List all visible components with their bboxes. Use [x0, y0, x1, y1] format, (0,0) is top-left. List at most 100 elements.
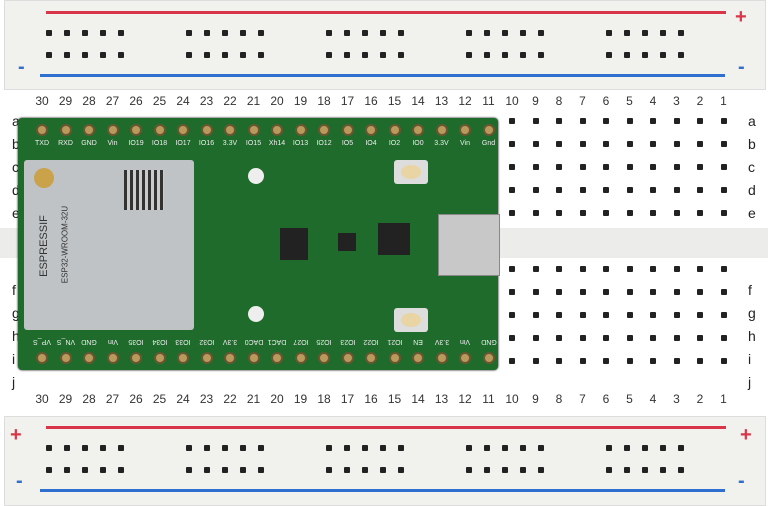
- header-pin: [153, 124, 166, 136]
- rail-hole: [380, 30, 386, 36]
- hole: [673, 164, 680, 170]
- hole: [720, 187, 727, 193]
- row-label: d: [748, 182, 756, 198]
- pin-label: IO12: [316, 140, 332, 147]
- rail-hole: [222, 52, 228, 58]
- rail-hole: [222, 445, 228, 451]
- rail-hole: [520, 467, 526, 473]
- hole: [673, 141, 680, 147]
- column-number: 16: [364, 392, 378, 406]
- hole: [650, 335, 656, 341]
- hole: [697, 141, 703, 147]
- rail-hole: [502, 52, 508, 58]
- boot-button[interactable]: [394, 160, 428, 184]
- column-number: 24: [176, 392, 190, 406]
- column-number: 21: [246, 392, 261, 406]
- column-number: 12: [458, 94, 472, 108]
- rail-hole: [502, 467, 508, 473]
- hole: [556, 358, 562, 364]
- column-number: 22: [223, 94, 237, 108]
- usb-chip: [378, 223, 410, 255]
- rail-hole: [344, 467, 350, 473]
- rail-hole: [398, 52, 404, 58]
- column-number: 29: [58, 94, 73, 108]
- led: [248, 168, 264, 184]
- hole: [697, 266, 703, 272]
- column-number: 2: [696, 392, 704, 406]
- hole: [626, 118, 633, 124]
- hole: [603, 358, 609, 364]
- header-pin: [224, 124, 236, 136]
- hole: [509, 118, 515, 124]
- hole: [532, 335, 539, 341]
- pin-label: IO15: [245, 140, 262, 147]
- hole: [603, 141, 609, 147]
- column-number: 6: [602, 94, 610, 108]
- hole: [603, 312, 609, 318]
- rail-hole: [118, 445, 124, 451]
- hole: [509, 358, 515, 364]
- rail-hole: [606, 52, 612, 58]
- rail-hole: [642, 52, 648, 58]
- rail-hole: [520, 30, 526, 36]
- row-label: i: [748, 351, 752, 367]
- rail-hole: [362, 467, 368, 473]
- header-pin: [435, 124, 448, 136]
- row-label: j: [748, 374, 752, 390]
- rail-hole: [538, 467, 544, 473]
- pin-label: VP_S: [33, 338, 51, 345]
- reset-button[interactable]: [394, 308, 428, 332]
- pin-label: IO21: [386, 338, 403, 345]
- column-number: 17: [340, 94, 355, 108]
- hole: [603, 335, 609, 341]
- rail-hole: [186, 52, 192, 58]
- hole: [556, 266, 562, 272]
- rail-hole: [82, 467, 88, 473]
- rail-hole: [204, 30, 210, 36]
- row-label: b: [748, 136, 756, 152]
- pin-label: TXD: [35, 140, 49, 147]
- qr-code: [124, 170, 164, 210]
- hole: [626, 164, 633, 170]
- hole: [626, 210, 633, 216]
- hole: [650, 164, 656, 170]
- rail-hole: [362, 445, 368, 451]
- header-pin: [247, 352, 260, 364]
- rail-hole: [344, 30, 350, 36]
- hole: [650, 289, 656, 295]
- column-number: 13: [434, 94, 449, 108]
- rail-hole: [466, 445, 472, 451]
- hole: [532, 141, 539, 147]
- rail-hole: [624, 30, 630, 36]
- hole: [626, 141, 633, 147]
- hole: [720, 335, 727, 341]
- pin-label: IO13: [292, 140, 309, 147]
- pin-label: 3.3V: [222, 140, 238, 147]
- pin-label: IO22: [363, 338, 379, 345]
- row-label: c: [12, 159, 19, 175]
- row-label: g: [748, 305, 756, 321]
- column-number: 6: [602, 392, 610, 406]
- rail-hole: [186, 467, 192, 473]
- hole: [579, 312, 586, 318]
- rail-hole: [204, 52, 210, 58]
- hole: [650, 141, 656, 147]
- rail-hole: [344, 445, 350, 451]
- column-number: 8: [555, 94, 563, 108]
- hole: [650, 358, 656, 364]
- rail-hole: [624, 445, 630, 451]
- top-red-line: [46, 11, 726, 14]
- hole: [697, 358, 703, 364]
- rail-hole: [326, 30, 332, 36]
- column-number: 22: [223, 392, 237, 406]
- hole: [626, 187, 633, 193]
- header-pin: [130, 352, 142, 364]
- column-number: 3: [673, 392, 680, 406]
- top-blue-line: [40, 74, 725, 77]
- hole: [532, 164, 539, 170]
- hole: [509, 187, 515, 193]
- header-pin: [130, 124, 142, 136]
- header-pin: [106, 124, 119, 136]
- pin-label: IO19: [128, 140, 144, 147]
- column-number: 5: [626, 94, 633, 108]
